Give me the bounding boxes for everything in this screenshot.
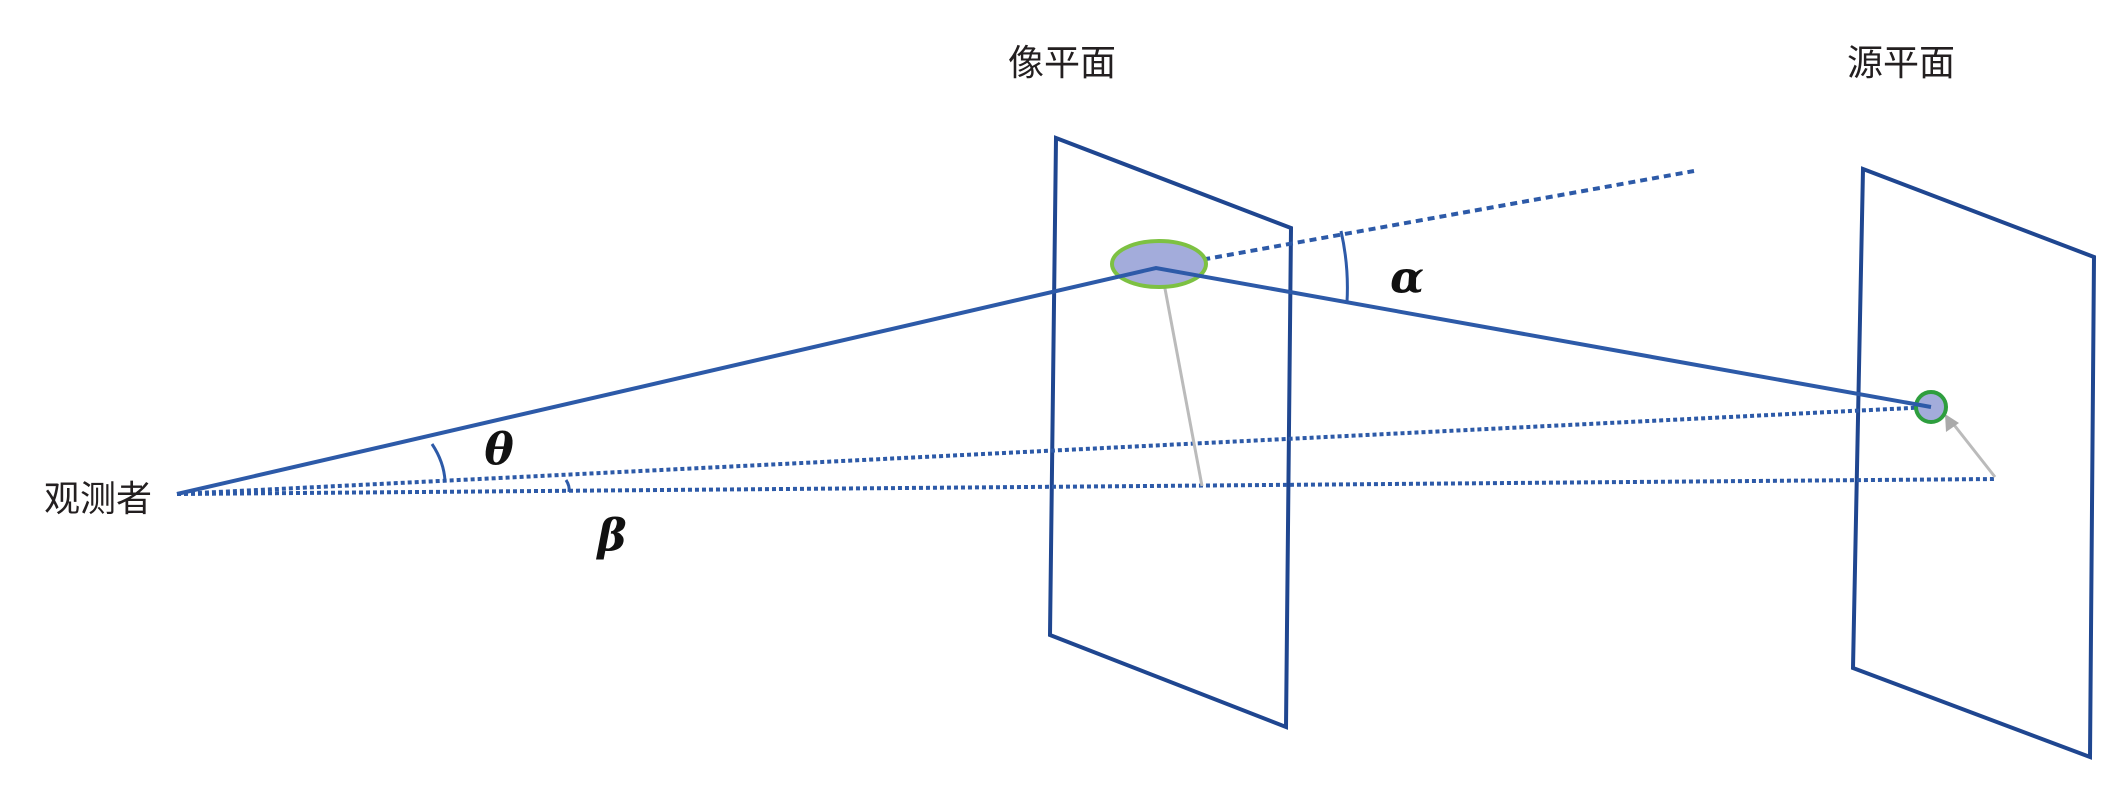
beta-label: β (597, 510, 627, 562)
image-plane (1047, 135, 1294, 730)
apparent-direction-dotted-line (1155, 169, 1695, 270)
source-arrow-head (1945, 414, 1959, 432)
observer-label: 观测者 (43, 479, 153, 520)
theta-label: θ (484, 424, 514, 476)
image-plane-label: 像平面 (1007, 43, 1117, 84)
source-plane (1850, 166, 2097, 760)
light-ray (176, 265, 1932, 496)
lens-arrow-line (1161, 277, 1204, 487)
source-arrow-line (1949, 420, 1997, 478)
theta-arc (430, 443, 447, 482)
beta-arc (564, 479, 571, 493)
source-plane-label: 源平面 (1846, 43, 1956, 84)
lensed-image (1110, 239, 1208, 289)
alpha-label: α (1390, 252, 1424, 304)
observer-source-dotted-line (176, 405, 1932, 496)
optical-axis-dotted (176, 477, 1996, 496)
alpha-arc (1339, 230, 1349, 303)
